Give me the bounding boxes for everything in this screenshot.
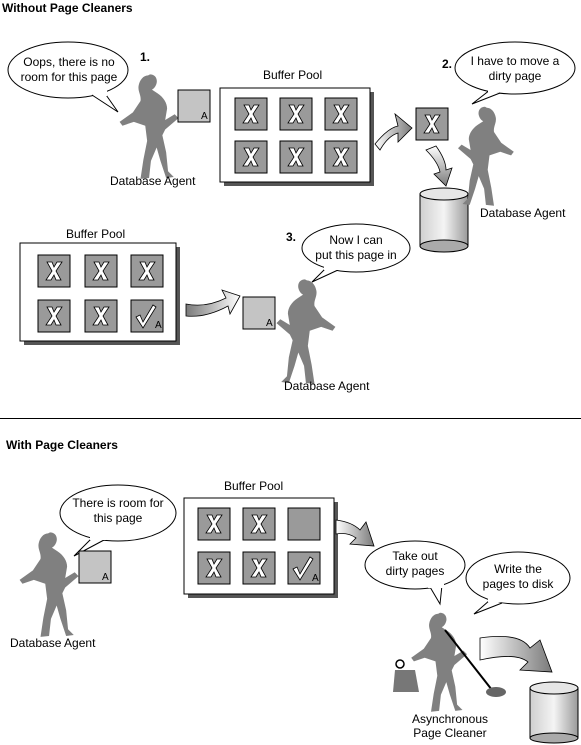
page-cleaner-label-line-2: Page Cleaner [413,726,487,740]
page-letter-1: A [201,111,208,122]
bubble-3-line-1: Now I can [329,233,383,247]
section-divider [0,418,581,419]
bubble-room-line-1: There is room for [72,496,164,510]
bubble-1-line-1: Oops, there is no [23,55,115,69]
arrow-insert-page [185,289,241,317]
bubble-2-line-1: I have to move a [470,54,560,68]
page-cleaner-label-line-1: Asynchronous [411,712,489,726]
speech-bubble-write [465,551,571,615]
bubble-take-text: Take out dirty pages [365,549,465,579]
bubble-room-line-2: this page [93,511,143,525]
arrow-cleaner-take [335,519,375,547]
step-3-marker: 3. [286,230,297,244]
database-agent-4-label: Database Agent [10,636,96,650]
dirty-page-box [415,107,449,141]
bubble-write-line-1: Write the [494,562,542,576]
page-letter-4: A [102,572,109,583]
database-agent-1-label: Database Agent [110,174,196,188]
page-box-a-3 [242,296,276,330]
step-2-marker: 2. [442,57,453,71]
speech-bubble-1 [7,41,129,113]
bubble-write-line-2: pages to disk [482,577,554,591]
database-agent-4-figure [19,532,79,637]
bubble-1-line-2: room for this page [20,70,118,84]
bubble-take-line-2: dirty pages [385,564,445,578]
database-agent-3-label: Database Agent [284,379,370,393]
speech-bubble-3 [301,223,411,283]
bubble-2-line-2: dirty page [488,69,542,83]
page-cleaner-label: Asynchronous Page Cleaner [400,712,500,740]
arrow-to-disk-1 [425,145,453,187]
page-box-a-4 [78,550,112,584]
database-agent-2-label: Database Agent [480,206,566,220]
arrow-to-disk-2 [479,635,553,673]
bubble-write-text: Write the pages to disk [466,562,570,592]
bubble-3-text: Now I can put this page in [302,233,410,263]
buffer-pool-1-label: Buffer Pool [263,68,323,82]
speech-bubble-room [59,484,177,557]
page-letter-3: A [266,318,273,329]
buffer-pool-3-label: Buffer Pool [224,479,284,493]
bubble-2-text: I have to move a dirty page [456,54,574,84]
database-agent-3-figure [276,279,336,384]
speech-bubble-take [364,540,466,606]
page-letter-pool-2: A [155,320,162,331]
page-letter-pool-3: A [312,573,319,584]
bubble-room-text: There is room for this page [60,496,176,526]
arrow-evict-page [374,112,413,151]
bubble-1-text: Oops, there is no room for this page [10,55,128,85]
disk-1 [419,187,469,253]
buffer-pool-2 [19,242,180,345]
step-1-marker: 1. [140,50,151,64]
database-agent-2-figure [458,106,514,206]
database-agent-1-figure [119,74,179,179]
speech-bubble-2 [454,41,576,105]
bubble-take-line-1: Take out [392,549,438,563]
section-title-without: Without Page Cleaners [2,1,133,15]
buffer-pool-1 [219,87,374,186]
bubble-3-line-2: put this page in [315,248,397,262]
disk-2 [529,681,579,744]
buffer-pool-2-label: Buffer Pool [66,227,126,241]
page-cleaner-figure [393,612,506,712]
section-title-with: With Page Cleaners [6,438,118,452]
buffer-pool-3 [183,497,338,598]
page-box-a-1 [177,89,211,123]
